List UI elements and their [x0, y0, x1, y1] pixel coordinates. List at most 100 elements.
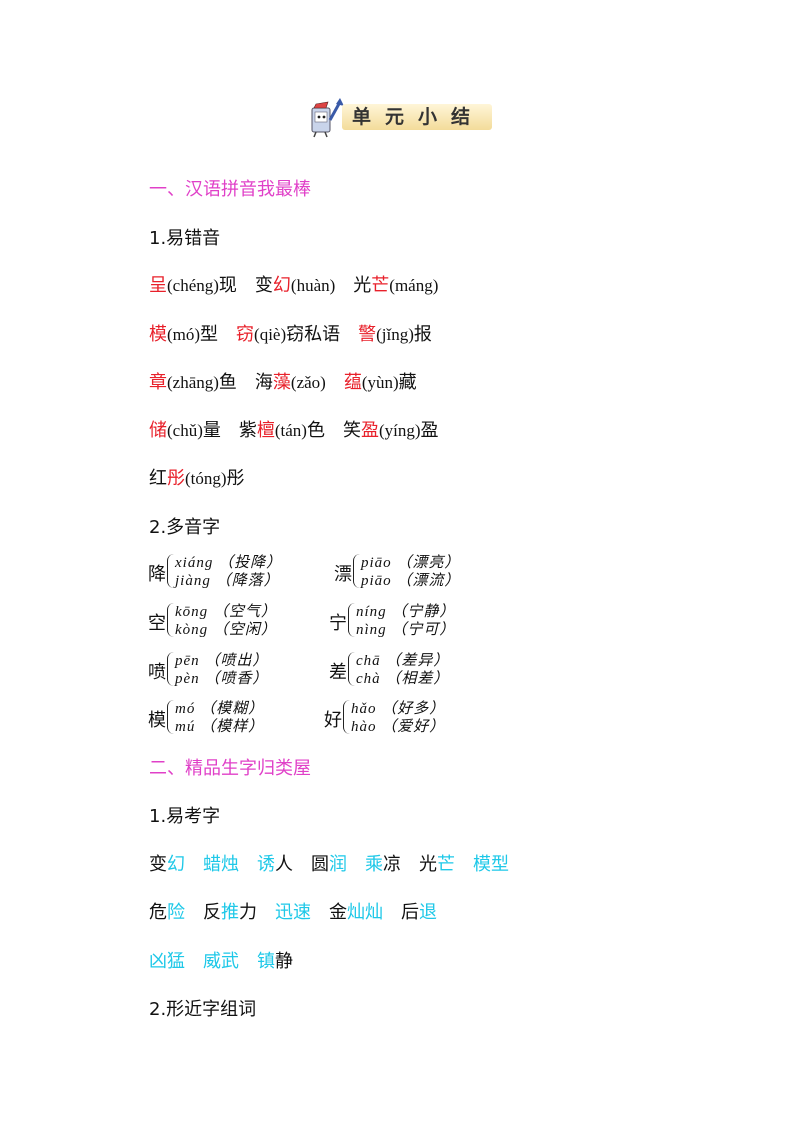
polyphonic-char: 模: [148, 710, 166, 731]
test-word: 模型: [473, 850, 509, 876]
highlight-char: 呈: [149, 275, 167, 296]
brace-icon: [167, 603, 174, 637]
highlight-char: 退: [419, 902, 437, 923]
reading-1: hǎo （好多）: [351, 701, 446, 717]
reading-1: xiáng （投降）: [175, 555, 283, 571]
highlight-char: 幻: [167, 854, 185, 875]
polyphonic-char: 宁: [329, 613, 347, 634]
word-char: 静: [275, 951, 293, 972]
highlight-char: 幻: [272, 275, 291, 296]
error-word: 红彤(tóng)彤: [149, 464, 245, 490]
highlight-char: 蜡烛: [203, 854, 239, 875]
word-char: 报: [413, 324, 432, 345]
polyphonic-char: 差: [329, 662, 347, 683]
highlight-char: 檀: [256, 420, 275, 441]
highlight-char: 芒: [437, 854, 455, 875]
reading-1: mó （模糊）: [175, 701, 265, 717]
pinyin: (chǔ): [167, 421, 203, 440]
subheading-polyphonic: 2.多音字: [149, 517, 221, 538]
test-word: 金灿灿: [329, 898, 383, 924]
test-word: 变幻: [149, 850, 185, 876]
reading-2: pèn （喷香）: [175, 671, 269, 687]
test-word: 乘凉: [365, 850, 401, 876]
test-word: 诱人: [257, 850, 293, 876]
error-word: 海藻(zǎo): [255, 368, 326, 394]
word-char: 变: [254, 275, 273, 296]
word-char: 危: [149, 902, 167, 923]
polyphonic-char: 漂: [334, 564, 352, 585]
word-char: 现: [218, 275, 237, 296]
word-char: 人: [275, 854, 293, 875]
word-char: 变: [149, 854, 167, 875]
highlight-char: 芒: [371, 275, 390, 296]
pinyin: (chéng): [167, 276, 219, 295]
word-char: 海: [254, 372, 273, 393]
brace-icon: [343, 700, 350, 734]
word-char: 紫: [238, 420, 257, 441]
unit-summary-banner: 单元小结: [304, 98, 494, 138]
test-word: 威武: [203, 947, 239, 973]
word-char: 光: [419, 854, 437, 875]
section-title-pinyin: 一、汉语拼音我最棒: [149, 179, 311, 200]
brace-icon: [167, 652, 174, 686]
highlight-char: 模: [149, 324, 167, 345]
reading-1: pēn （喷出）: [175, 653, 269, 669]
word-char: 力: [239, 902, 257, 923]
test-word: 危险: [149, 898, 185, 924]
error-row: 呈(chéng)现变幻(huàn) 光芒(máng): [149, 271, 456, 297]
subheading-error-prone: 1.易错音: [149, 228, 221, 249]
word-char: 光: [353, 275, 372, 296]
highlight-char: 推: [221, 902, 239, 923]
pinyin: (zǎo): [290, 373, 326, 392]
reading-1: piāo （漂亮）: [361, 555, 461, 571]
brace-icon: [167, 554, 174, 588]
word-char: 凉: [383, 854, 401, 875]
word-char: 盈: [420, 420, 439, 441]
test-word: 凶猛: [149, 947, 185, 973]
highlight-char: 险: [167, 902, 185, 923]
error-word: 模(mó)型: [149, 320, 218, 346]
error-row: 模(mó)型窃(qiè)窃私语警(jǐng)报: [149, 320, 450, 346]
highlight-char: 镇: [257, 951, 275, 972]
highlight-char: 模型: [473, 854, 509, 875]
test-word: 圆润: [311, 850, 347, 876]
error-row: 章(zhāng)鱼海藻(zǎo)蕴(yùn)藏: [149, 368, 435, 394]
highlight-char: 威武: [203, 951, 239, 972]
reading-2: chà （相差）: [356, 671, 450, 687]
highlight-char: 迅速: [275, 902, 311, 923]
reading-2: piāo （漂流）: [361, 573, 461, 589]
pinyin: (tóng): [185, 469, 227, 488]
highlight-char: 乘: [365, 854, 383, 875]
error-word: 窃(qiè)窃私语: [236, 320, 340, 346]
error-word: 警(jǐng)报: [358, 320, 432, 346]
word-char: 圆: [311, 854, 329, 875]
highlight-char: 储: [149, 420, 167, 441]
pinyin: (yíng): [378, 421, 421, 440]
reading-1: kōng （空气）: [175, 604, 277, 620]
highlight-char: 诱: [257, 854, 275, 875]
brace-icon: [167, 700, 174, 734]
error-word: 紫檀(tán)色: [239, 416, 325, 442]
banner-title: 单元小结: [352, 106, 485, 128]
polyphonic-char: 好: [324, 710, 342, 731]
test-word: 迅速: [275, 898, 311, 924]
pinyin: (qiè): [254, 325, 287, 344]
book-mascot-icon: [311, 98, 344, 138]
reading-2: kòng （空闲）: [175, 622, 277, 638]
error-row: 红彤(tóng)彤: [149, 464, 263, 490]
reading-2: hào （爱好）: [351, 719, 446, 735]
word-row: 凶猛威武镇静: [149, 947, 311, 973]
test-word: 蜡烛: [203, 850, 239, 876]
error-word: 光芒(máng): [353, 271, 438, 297]
error-word: 变幻(huàn): [255, 271, 335, 297]
word-char: 藏: [398, 372, 417, 393]
pinyin: (máng): [389, 276, 439, 295]
highlight-char: 警: [358, 324, 377, 345]
word-char: 窃私语: [286, 324, 341, 345]
polyphonic-char: 空: [148, 613, 166, 634]
banner-strip: [342, 104, 492, 130]
polyphonic-char: 降: [148, 564, 166, 585]
error-word: 蕴(yùn)藏: [344, 368, 417, 394]
brace-icon: [348, 603, 355, 637]
section-title-characters: 二、精品生字归类屋: [149, 758, 311, 779]
